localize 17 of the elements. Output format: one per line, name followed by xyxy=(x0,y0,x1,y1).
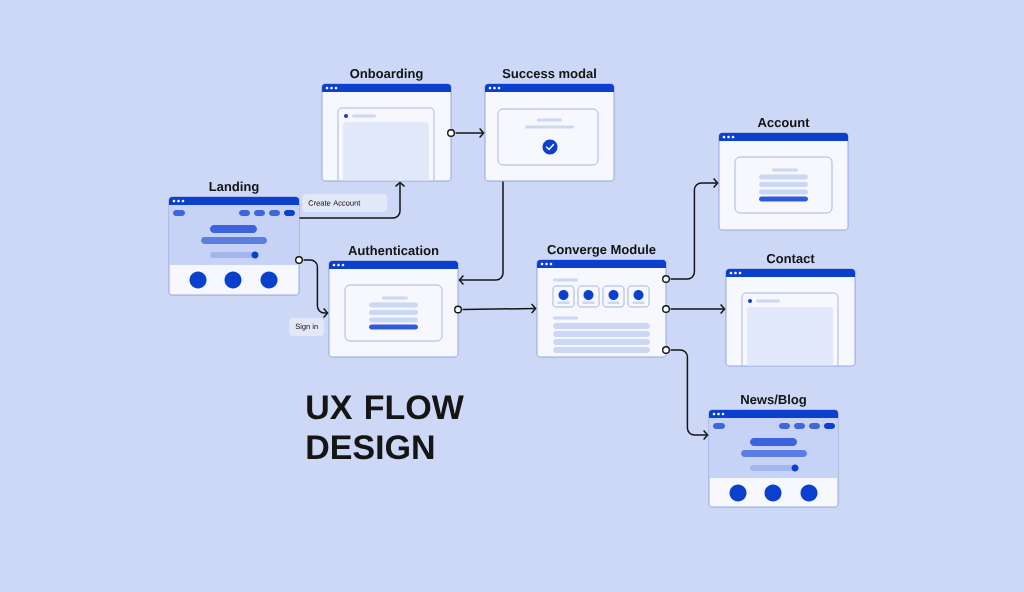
arrow xyxy=(669,303,726,315)
arrow xyxy=(669,177,719,280)
arrow xyxy=(461,303,537,314)
arrow xyxy=(458,180,504,286)
window-title: Authentication xyxy=(348,245,439,256)
window-title: Landing xyxy=(209,181,259,194)
window-title: Account xyxy=(757,118,810,128)
title: UX FLOW DESIGN xyxy=(307,395,464,460)
arrow xyxy=(454,127,485,139)
arrow xyxy=(669,349,709,441)
window-title: Converge Module xyxy=(547,244,656,257)
arrow xyxy=(298,181,406,219)
window-title: Onboarding xyxy=(350,68,423,81)
window-title: Contact xyxy=(766,253,815,264)
window-title: News/Blog xyxy=(741,394,806,407)
window-title: Success modal xyxy=(502,68,596,79)
arrow xyxy=(302,259,329,319)
